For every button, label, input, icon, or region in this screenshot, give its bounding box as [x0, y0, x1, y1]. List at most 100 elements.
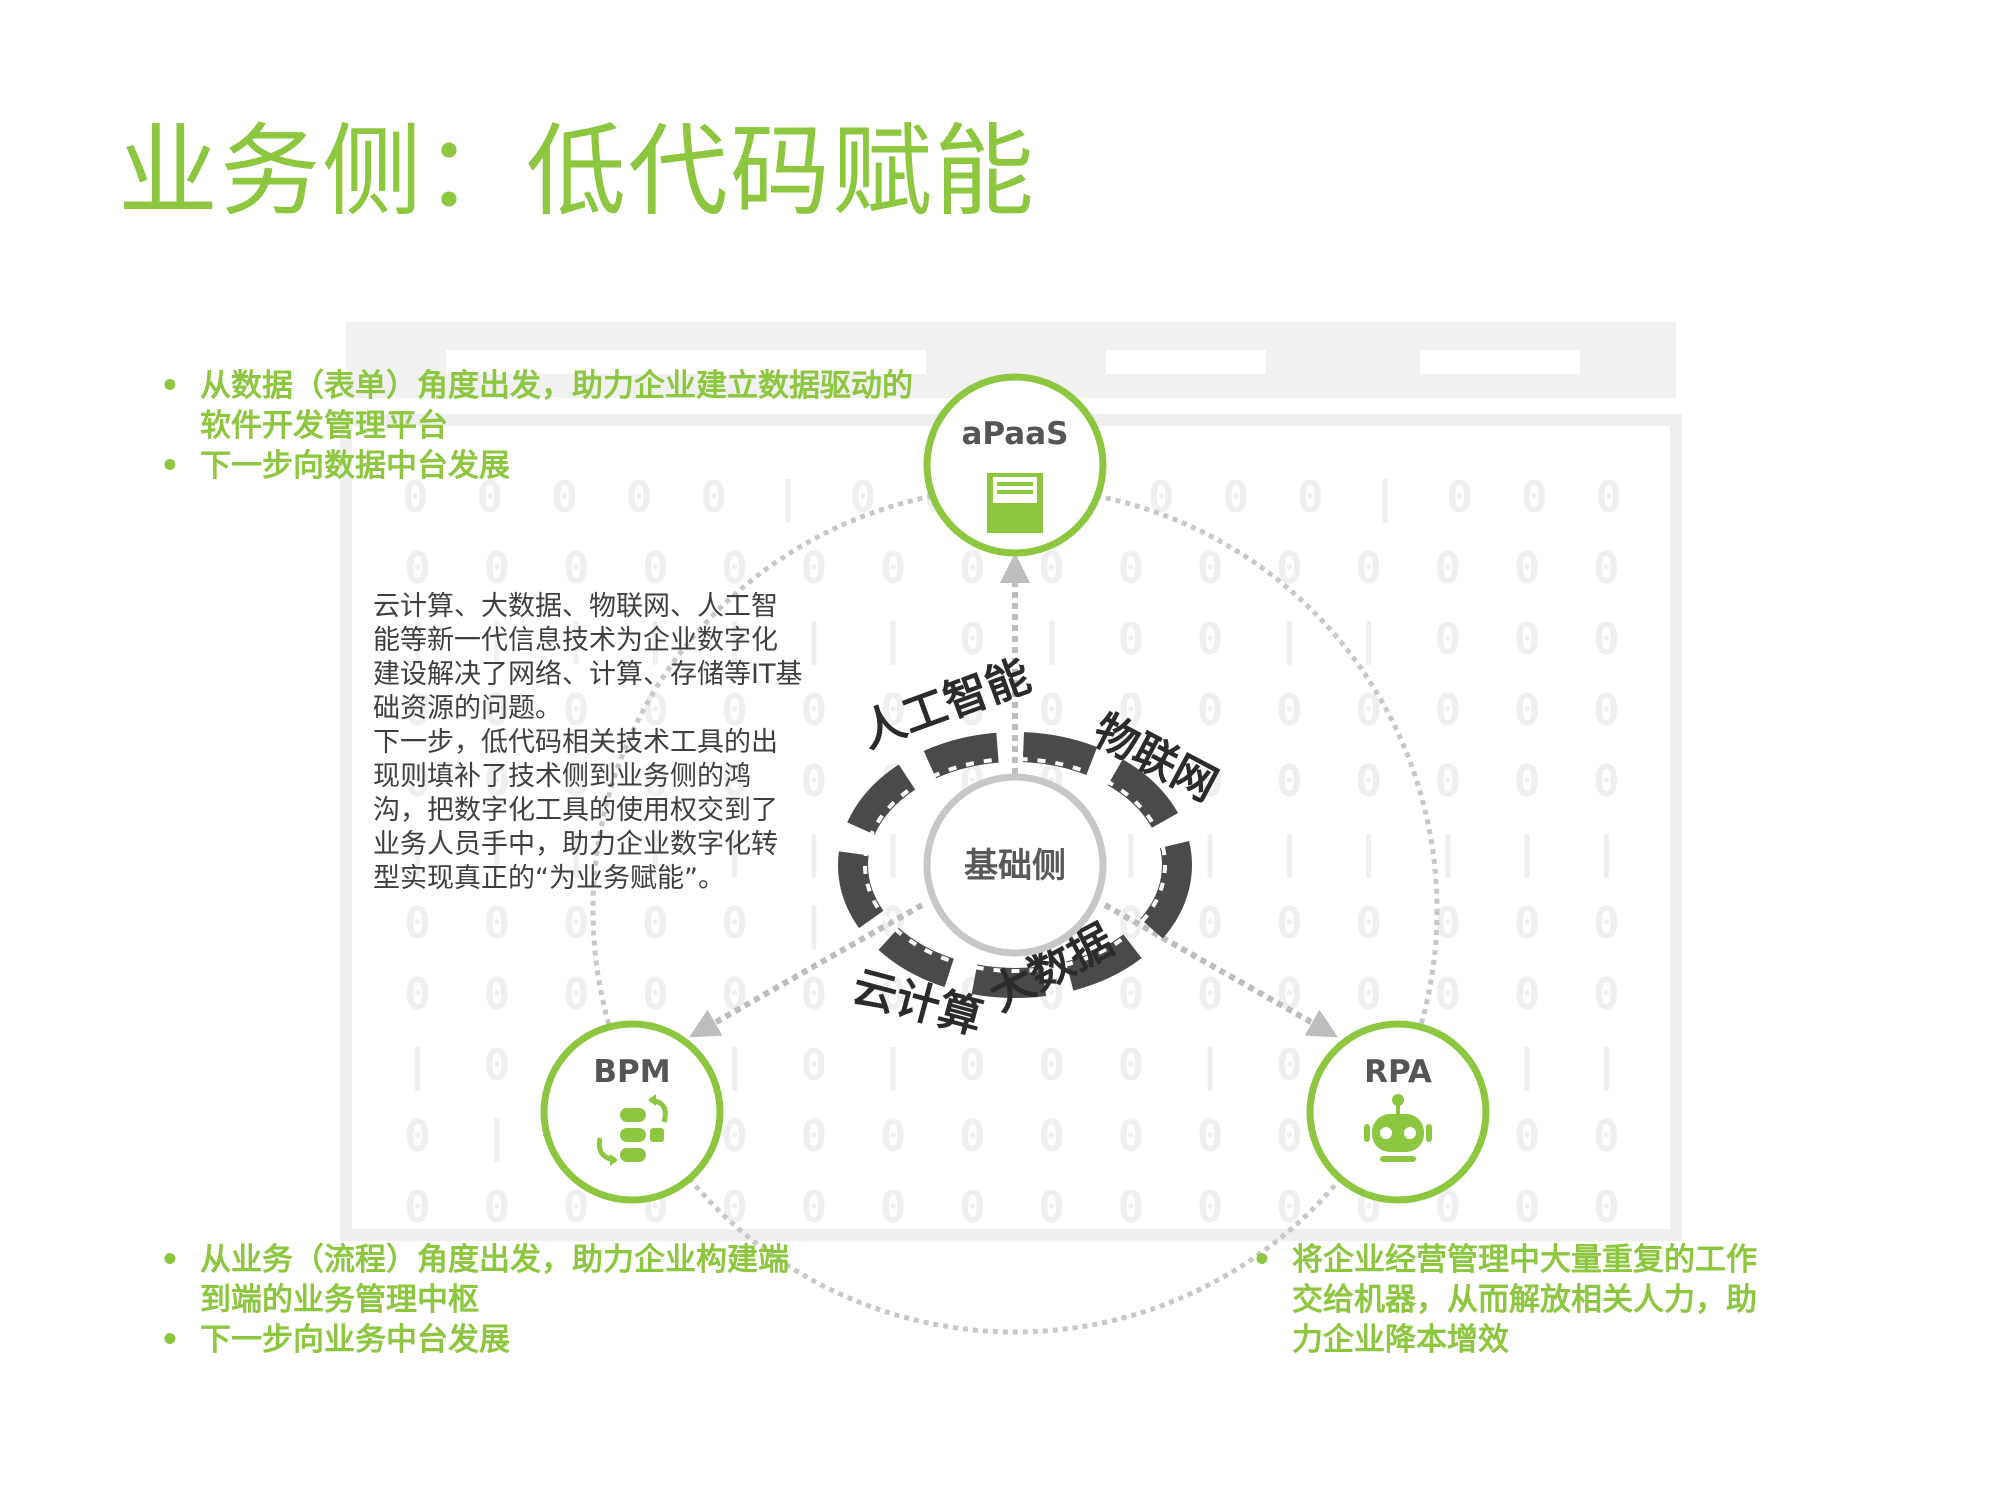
binary-digit: 0 — [721, 1182, 748, 1233]
binary-digit: 0 — [404, 1182, 431, 1233]
binary-digit: 0 — [800, 756, 828, 807]
binary-digit: 0 — [404, 969, 431, 1020]
core-circle — [923, 773, 1107, 957]
binary-digit: | — [1276, 614, 1303, 665]
binary-digit: 0 — [642, 543, 669, 594]
binary-digit: 0 — [959, 543, 986, 594]
binary-digit: 0 — [483, 543, 511, 594]
binary-digit: 0 — [1595, 472, 1623, 523]
apaas-bullets: 从数据（表单）角度出发，助力企业建立数据驱动的软件开发管理平台 下一步向数据中台… — [160, 366, 920, 486]
binary-digit: 0 — [721, 969, 748, 1020]
binary-digit: 0 — [1276, 685, 1303, 736]
binary-digit: 0 — [1434, 685, 1462, 736]
binary-digit: | — [879, 827, 907, 878]
node-label-apaas: aPaaS — [961, 416, 1069, 452]
binary-digit: 0 — [721, 685, 748, 736]
binary-digit: 0 — [1038, 1040, 1065, 1091]
binary-digit: | — [1117, 827, 1145, 878]
bullet-item: 下一步向数据中台发展 — [160, 446, 920, 486]
binary-digit: 0 — [1520, 472, 1548, 523]
binary-digit: 0 — [1593, 1111, 1620, 1162]
binary-digit: | — [879, 614, 907, 665]
binary-digit: | — [879, 1040, 907, 1091]
binary-digit: 0 — [1355, 898, 1382, 949]
binary-digit: 0 — [1434, 969, 1462, 1020]
binary-digit: 0 — [879, 969, 907, 1020]
binary-digit: 0 — [1147, 472, 1175, 523]
binary-digit: 0 — [800, 1111, 828, 1162]
binary-digit: 0 — [800, 543, 828, 594]
process-flow-icon — [596, 1094, 668, 1166]
binary-digit: | — [1513, 827, 1541, 878]
binary-digit: 0 — [721, 756, 748, 807]
binary-digit: 0 — [1297, 472, 1324, 523]
binary-digit: | — [562, 614, 590, 665]
binary-digit: 0 — [879, 1182, 907, 1233]
bullet-item: 将企业经营管理中大量重复的工作交给机器，从而解放相关人力，助力企业降本增效 — [1252, 1240, 1772, 1360]
binary-digit: 0 — [642, 756, 669, 807]
binary-digit: 0 — [1513, 969, 1541, 1020]
binary-digit: 0 — [1593, 898, 1620, 949]
binary-digit: 0 — [1355, 969, 1382, 1020]
binary-digit: | — [1196, 1040, 1224, 1091]
binary-digit: 0 — [483, 756, 511, 807]
binary-digit: 0 — [1196, 614, 1224, 665]
binary-digit: 0 — [1513, 543, 1541, 594]
binary-digit: 0 — [562, 756, 590, 807]
binary-digit: 0 — [1196, 969, 1224, 1020]
binary-digit: | — [1434, 827, 1462, 878]
binary-digit: 0 — [959, 614, 986, 665]
binary-digit: | — [1371, 472, 1399, 523]
binary-digit: 0 — [562, 1182, 590, 1233]
binary-digit: 0 — [1117, 614, 1145, 665]
binary-digit: 0 — [1513, 898, 1541, 949]
binary-digit: | — [483, 827, 511, 878]
binary-digit: 0 — [1117, 1040, 1145, 1091]
binary-digit: | — [800, 827, 828, 878]
core-text-ring — [838, 732, 1192, 998]
connector-to-bpm — [688, 902, 924, 1038]
robot-icon — [1364, 1094, 1432, 1162]
binary-digit: 0 — [1117, 969, 1145, 1020]
binary-digit: 0 — [800, 685, 828, 736]
binary-digit: 0 — [1593, 756, 1620, 807]
binary-digit: 0 — [1196, 1111, 1224, 1162]
ring-word-ai: 人工智能 — [854, 650, 1037, 758]
binary-digit: | — [404, 827, 431, 878]
node-label-rpa: RPA — [1364, 1054, 1432, 1090]
binary-digit: | — [1196, 827, 1224, 878]
binary-digit: 0 — [1276, 543, 1303, 594]
binary-digit: | — [1593, 1040, 1620, 1091]
binary-digit: 0 — [879, 685, 907, 736]
binary-digit: 0 — [1434, 543, 1462, 594]
binary-digit: 0 — [642, 969, 669, 1020]
binary-digit: 0 — [1038, 1182, 1065, 1233]
binary-digit: 0 — [404, 685, 431, 736]
binary-digit: 0 — [959, 685, 986, 736]
binary-digit: | — [483, 1111, 511, 1162]
binary-digit: 0 — [800, 969, 828, 1020]
binary-digit: | — [404, 1040, 431, 1091]
binary-digit: 0 — [483, 898, 511, 949]
binary-digit: 0 — [1593, 969, 1620, 1020]
binary-digit: 0 — [1196, 1182, 1224, 1233]
binary-digit: 0 — [1355, 543, 1382, 594]
description-text: 云计算、大数据、物联网、人工智能等新一代信息技术为企业数字化建设解决了网络、计算… — [373, 590, 803, 896]
binary-digit: | — [1038, 614, 1065, 665]
binary-digit: 0 — [879, 543, 907, 594]
binary-digit: 0 — [959, 1040, 986, 1091]
binary-digit: | — [1355, 614, 1382, 665]
binary-digit: | — [1513, 1040, 1541, 1091]
binary-digit: 0 — [1513, 756, 1541, 807]
binary-digit: | — [721, 827, 748, 878]
node-label-bpm: BPM — [593, 1054, 671, 1090]
binary-digit: | — [800, 614, 828, 665]
binary-digit: | — [1593, 827, 1620, 878]
binary-digit: 0 — [1117, 1111, 1145, 1162]
binary-digit: 0 — [562, 969, 590, 1020]
binary-digit: | — [800, 898, 828, 949]
binary-digit: 0 — [562, 543, 590, 594]
